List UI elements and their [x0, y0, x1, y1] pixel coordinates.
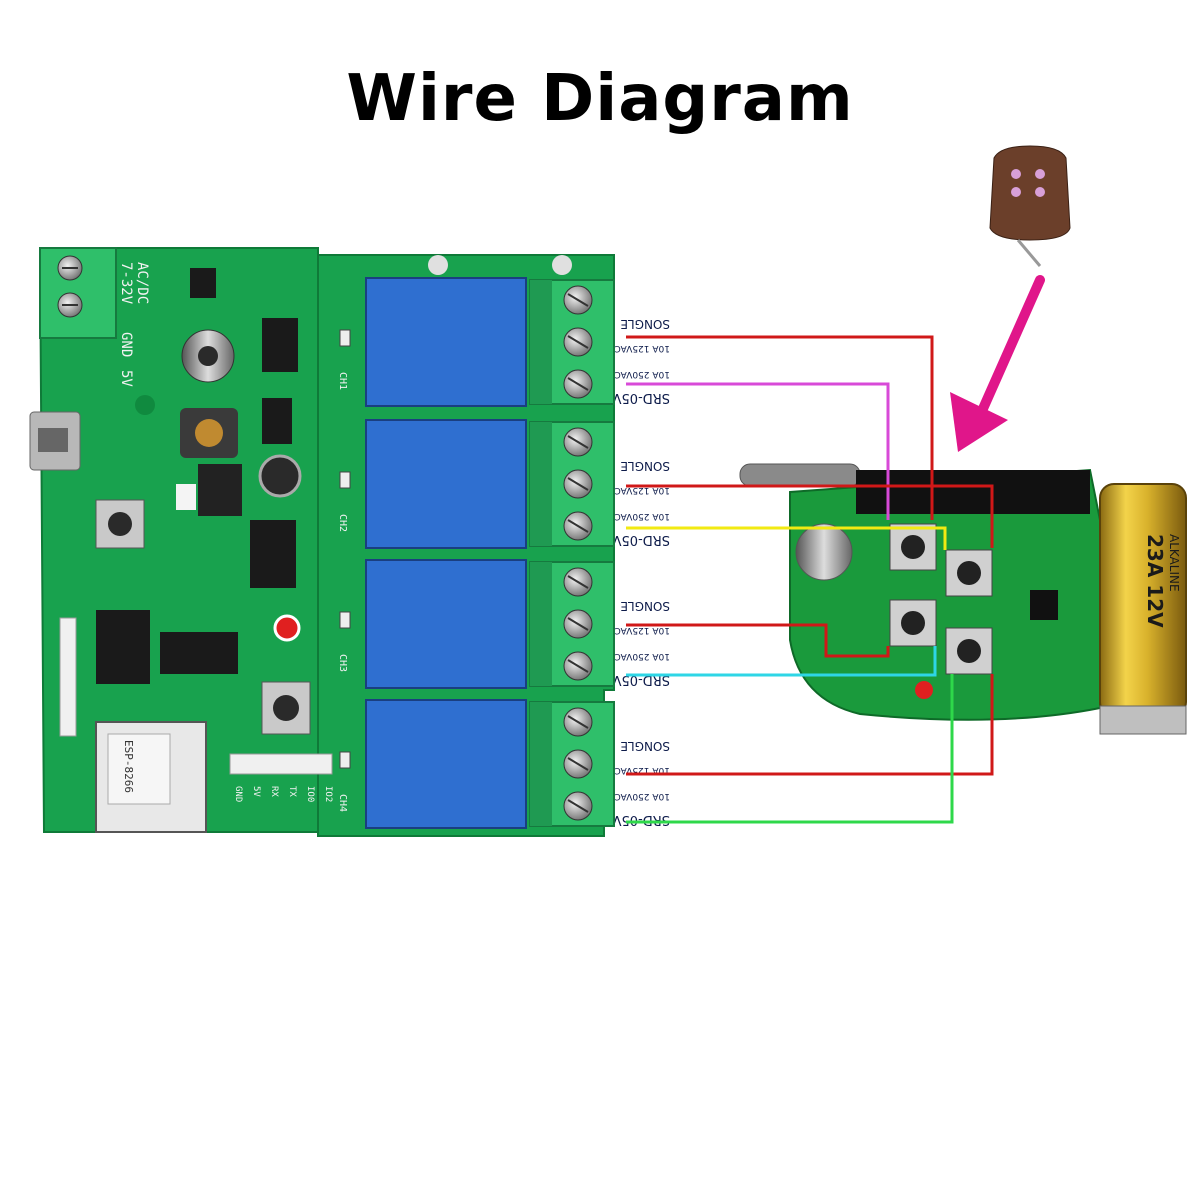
- ic-chip: [262, 318, 298, 372]
- battery-label: 23A 12V: [1143, 534, 1167, 628]
- encoder-chip: [1030, 590, 1058, 620]
- relay-rating-b-text: 10A 125VAC 10A 28VDC: [560, 343, 670, 353]
- side-header: [59, 617, 77, 737]
- wire-7: [626, 674, 994, 776]
- logic-chip-1: [250, 520, 296, 588]
- relay-channel-label: CH2: [337, 514, 348, 532]
- relay-rating-b-text: 10A 125VAC 10A 28VDC: [560, 625, 670, 635]
- wire-2: [626, 382, 890, 520]
- wire-1: [626, 335, 934, 520]
- wifi-module: ESP-8266: [95, 721, 207, 833]
- pin-label-gnd: GND: [233, 786, 243, 802]
- power-label-voltage: 7-32V: [118, 262, 134, 305]
- wire-8: [626, 674, 954, 824]
- pin-label-io0: IO0: [305, 786, 315, 802]
- electrolytic-capacitor: [258, 454, 302, 498]
- relay-brand-text: SONGLE: [620, 317, 670, 331]
- remote-receiver-board: [739, 463, 1101, 721]
- relay-indicator: [339, 471, 351, 489]
- battery: 23A 12V ALKALINE: [1099, 483, 1187, 735]
- voltage-regulator: [198, 464, 242, 516]
- receiver-button-4[interactable]: [945, 627, 993, 675]
- logic-chip-2: [96, 610, 150, 684]
- diagram-title: Wire Diagram: [346, 62, 854, 136]
- pointer-arrow: [950, 275, 1045, 452]
- relay-indicator: [339, 329, 351, 347]
- relay-rating-text: 10A 250VAC 10A 30VDC: [560, 369, 670, 379]
- receiver-led: [915, 681, 933, 699]
- bottom-header: [229, 753, 333, 775]
- wire-3: [626, 484, 994, 548]
- receiver-button-1[interactable]: [889, 523, 937, 571]
- relay-brand-text: SONGLE: [620, 459, 670, 473]
- relay-rating-b-text: 10A 125VAC 10A 28VDC: [560, 485, 670, 495]
- relay-rating-text: 10A 250VAC 10A 30VDC: [560, 791, 670, 801]
- regulator-chip: [190, 268, 216, 298]
- keyfob-button-d[interactable]: [1035, 187, 1045, 197]
- keyfob-button-b[interactable]: [1035, 169, 1045, 179]
- relay-rating-text: 10A 250VAC 10A 30VDC: [560, 651, 670, 661]
- receiver-module: [856, 470, 1090, 514]
- pin-label-tx: TX: [287, 786, 297, 797]
- wires: [626, 335, 994, 824]
- gnd-label: GND: [118, 332, 134, 357]
- status-led: [273, 614, 301, 642]
- remote-keyfob[interactable]: [989, 145, 1071, 267]
- keyfob-button-a[interactable]: [1011, 169, 1021, 179]
- relay-indicator: [339, 611, 351, 629]
- relay-channel-label: CH1: [337, 372, 348, 390]
- relay-rating-text: 10A 250VAC 10A 30VDC: [560, 511, 670, 521]
- relay-body: [365, 699, 527, 829]
- power-label-acdc: AC/DC: [134, 262, 150, 304]
- wire-5: [626, 623, 890, 658]
- power-terminal[interactable]: [39, 247, 117, 339]
- relay-channel-label: CH3: [337, 654, 348, 672]
- relay-rating-b-text: 10A 125VAC 10A 28VDC: [560, 765, 670, 775]
- wire-6: [626, 646, 937, 677]
- relay-brand-text: SONGLE: [620, 599, 670, 613]
- antenna: [739, 463, 861, 487]
- pin-label-rx: RX: [269, 786, 279, 797]
- reset-button[interactable]: [95, 499, 145, 549]
- relay-channel-label: CH4: [337, 794, 348, 812]
- relay-body: [365, 559, 527, 689]
- relay-body: [365, 419, 527, 549]
- battery-sub-label: ALKALINE: [1167, 534, 1181, 592]
- keyfob-button-c[interactable]: [1011, 187, 1021, 197]
- pin-label-5v: 5V: [251, 786, 261, 797]
- relay-brand-text: SONGLE: [620, 739, 670, 753]
- relay-body: [365, 277, 527, 407]
- receiver-button-2[interactable]: [945, 549, 993, 597]
- five-v-label: 5V: [118, 370, 134, 387]
- logic-chip-3: [160, 632, 238, 674]
- receiver-crystal: [795, 523, 853, 581]
- receiver-button-3[interactable]: [889, 599, 937, 647]
- relay-indicator: [339, 751, 351, 769]
- pin-label-io2: IO2: [323, 786, 333, 802]
- wire-4: [626, 526, 947, 550]
- wifi-module-label: ESP-8266: [122, 740, 135, 793]
